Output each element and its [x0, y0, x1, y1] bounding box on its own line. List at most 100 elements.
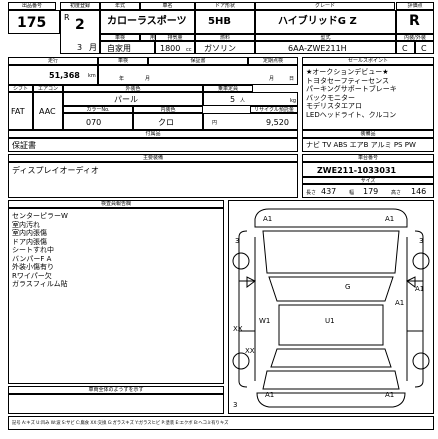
- header-aircon: エアコン: [33, 85, 63, 92]
- mark-replaced-1: XX: [233, 325, 243, 333]
- header-mileage: 走行: [8, 57, 98, 65]
- selling-point: トヨタセーフティーセンス: [306, 76, 390, 85]
- header-selling-points: セールスポイント: [302, 57, 434, 65]
- inspection-note: 室内内張傷: [12, 229, 47, 237]
- load-unit: kg: [290, 98, 297, 104]
- header-first-registration: 初度登録: [60, 2, 100, 10]
- interior-box: クロ: [133, 113, 203, 130]
- inspection-note: 室内汚れ: [12, 220, 40, 229]
- year-box: R 2 3 月: [60, 10, 100, 54]
- inspection-note: ドア内張傷: [12, 237, 47, 246]
- mark-side-3: 3: [235, 237, 240, 245]
- month-unit-3: 月: [269, 76, 275, 82]
- car-name: カローラスポーツ: [107, 16, 187, 27]
- length-label: 長さ: [306, 190, 317, 196]
- mark-hood-3: 3: [419, 237, 424, 245]
- year-value: 2: [75, 17, 85, 33]
- header-bottom: 車両全体のようすを示す: [8, 386, 224, 394]
- displacement: 1800: [160, 44, 181, 53]
- usage-box: 自家用: [100, 41, 155, 54]
- mark-replaced-2: XX: [245, 347, 255, 355]
- grade-box: ハイブリッドG Z: [255, 10, 396, 34]
- capacity-unit: 人: [240, 98, 246, 104]
- color-box: パール: [63, 92, 203, 106]
- mark-bottom-right: A1: [385, 391, 395, 399]
- mileage: 51,368: [49, 71, 80, 80]
- selling-point: LEDヘッドライト、クルコン: [306, 110, 397, 119]
- fuel-box: ガソリン: [195, 41, 255, 54]
- car-name-box: カローラスポーツ: [100, 10, 195, 34]
- color-no-box: 070: [63, 113, 133, 130]
- mileage-unit: km: [88, 73, 96, 79]
- inspection-note: バンパーF A: [12, 254, 52, 263]
- mark-front-left: A1: [263, 215, 273, 223]
- model-code: 6AA-ZWE211H: [288, 44, 347, 53]
- color: パール: [114, 95, 138, 104]
- inspection-note: 外装小傷有り: [12, 263, 54, 271]
- month-value: 3: [77, 43, 83, 52]
- aircon: AAC: [39, 107, 56, 116]
- inspection-notes-box: センターピラーW 室内汚れ 室内内張傷 ドア内張傷 シートすれ中 バンパーF A…: [8, 208, 224, 384]
- interior-score: C: [402, 44, 408, 53]
- accessories-value: 保証書: [12, 141, 36, 150]
- header-equipment: 装備品: [302, 130, 434, 138]
- mark-rear-a1: A1: [395, 299, 405, 307]
- mark-window: W1: [259, 317, 271, 325]
- inspection-note: センターピラーW: [12, 212, 68, 220]
- capacity-box: 5 人 kg: [203, 92, 298, 106]
- header-color: 外装色: [63, 85, 203, 92]
- header-warranty: 保証書: [148, 57, 248, 65]
- selling-point: モデリスタエアロ: [306, 102, 362, 110]
- footer-legend-box: 記号 A:キズ U:凹み W:波 S:サビ C:腐食 XX:交換 G:ガラスキズ…: [8, 416, 434, 430]
- header-grade: グレード: [255, 2, 395, 10]
- selling-point: ★オークションデビュー★: [306, 68, 389, 76]
- interior: クロ: [158, 118, 174, 127]
- mark-dent: U1: [325, 317, 335, 325]
- options-value: ディスプレイオーディオ: [12, 166, 99, 175]
- dims-box: 長さ 437 幅 179 高さ 146: [302, 184, 434, 198]
- header-color-no: カラーNo.: [63, 106, 133, 113]
- car-outline: [232, 208, 430, 408]
- footer-legend: 記号 A:キズ U:凹み W:波 S:サビ C:腐食 XX:交換 G:ガラスキズ…: [12, 421, 229, 426]
- length: 437: [321, 187, 337, 196]
- mark-bottom-left: A1: [265, 391, 275, 399]
- bottom-notes-box: [8, 394, 224, 414]
- month-unit: 月: [89, 43, 97, 52]
- accessories-box: 保証書: [8, 138, 298, 152]
- header-shaken: 車検: [98, 57, 148, 65]
- mileage-box: 51,368 km: [8, 65, 98, 85]
- width: 179: [363, 187, 379, 196]
- year-prefix: R: [64, 13, 70, 22]
- recycle-box: 円 9,520: [203, 113, 298, 130]
- selling-point: バックモニター: [306, 93, 355, 102]
- width-label: 幅: [349, 190, 355, 196]
- mark-front-right: A1: [385, 215, 395, 223]
- shift: FAT: [11, 107, 25, 116]
- header-inspection-notes: 検査員報告欄: [8, 200, 224, 208]
- shift-box: FAT: [8, 92, 33, 130]
- header-model-code: 型式: [255, 34, 396, 41]
- header-chassis: 車台番号: [302, 154, 434, 162]
- recycle-unit: 円: [212, 120, 218, 126]
- header-door-shape: ドア形状: [195, 2, 255, 10]
- mark-right-a1: A1: [415, 285, 425, 293]
- score-box: R: [396, 10, 434, 34]
- header-inspection: 車検: [100, 34, 140, 41]
- header-score: 評価点: [396, 2, 434, 10]
- header-int-ext: 内装/外装: [396, 34, 434, 41]
- color-no: 070: [86, 118, 102, 127]
- options-box: ディスプレイオーディオ: [8, 162, 298, 198]
- score: R: [409, 13, 420, 29]
- inspection-note: ガラスフィルム貼: [12, 280, 68, 288]
- door-shape: 5HB: [208, 16, 231, 27]
- header-shift: シフト: [8, 85, 33, 92]
- inspection-note: シートすれ中: [12, 246, 54, 254]
- lot-number: 175: [17, 15, 47, 31]
- header-periodic: 定期点検: [248, 57, 298, 65]
- equipment-box: ナビ TV ABS エアB アルミ PS PW: [302, 138, 434, 152]
- car-diagram: A1 A1 3 3 G A1 A1 W1 U1 XX XX A1 A1 3: [228, 200, 434, 414]
- inspection-note: Rワイパー欠: [12, 271, 52, 280]
- height: 146: [411, 187, 427, 196]
- fuel: ガソリン: [204, 44, 236, 53]
- aircon-box: AAC: [33, 92, 63, 130]
